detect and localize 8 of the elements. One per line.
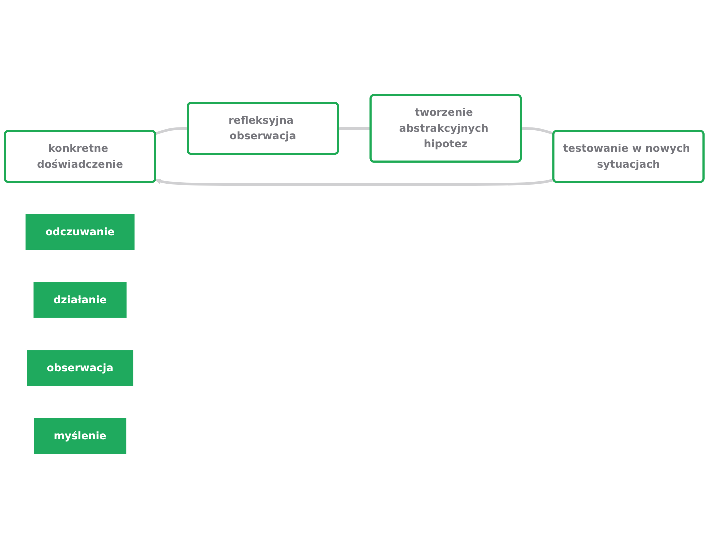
node-box: myślenie [34,418,127,454]
connector [155,128,188,136]
node-box: działanie [34,282,127,318]
node-box: odczuwanie [26,214,135,250]
node-box: obserwacja [27,350,134,386]
connector [338,127,372,130]
connector [521,128,554,136]
arrow [155,178,554,186]
